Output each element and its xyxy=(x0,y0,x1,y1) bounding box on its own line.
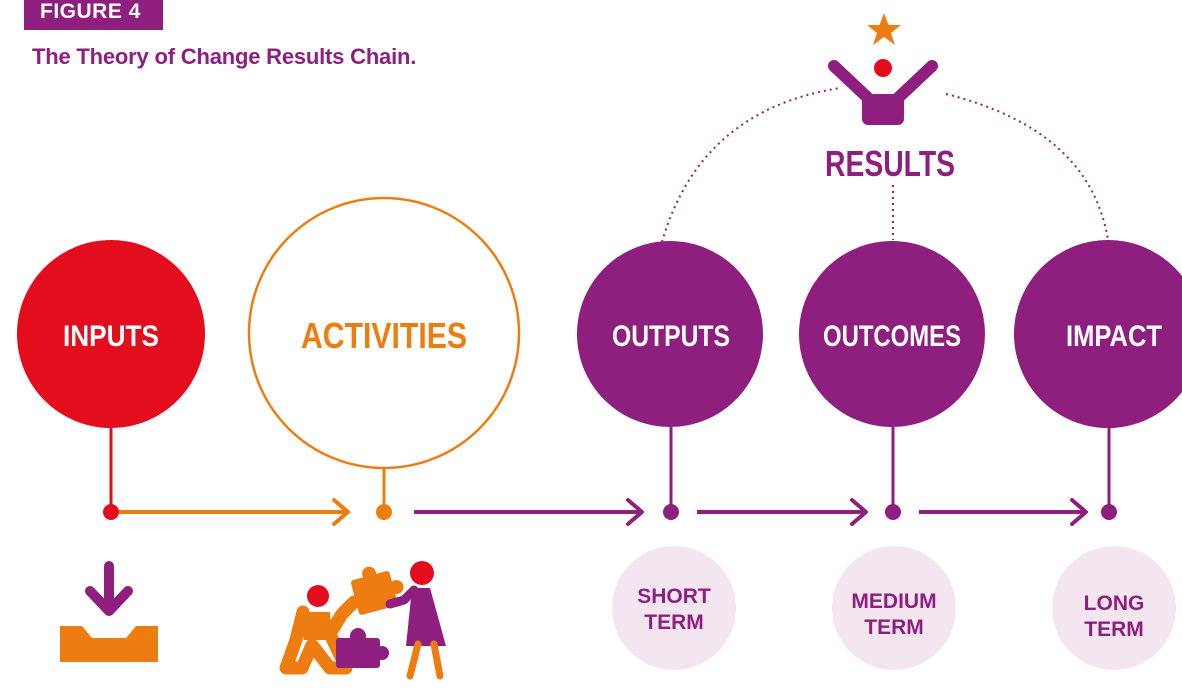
term-medium-line2: TERM xyxy=(864,616,924,639)
results-dotted-arc-left xyxy=(661,87,841,243)
figure-badge: FIGURE 4 xyxy=(24,0,163,30)
stage-label-outputs: OUTPUTS xyxy=(612,320,730,353)
node-outputs xyxy=(663,504,679,520)
download-tray-icon xyxy=(60,561,158,662)
term-short-line1: SHORT xyxy=(637,585,711,608)
node-inputs xyxy=(103,504,119,520)
arrow-activities-to-outputs xyxy=(414,498,644,526)
people-puzzle-icon xyxy=(279,561,446,680)
term-short-line2: TERM xyxy=(644,611,704,634)
arrow-outcomes-to-impact xyxy=(919,498,1088,526)
results-dotted-arc-right xyxy=(945,93,1109,241)
stage-label-impact: IMPACT xyxy=(1066,320,1162,353)
term-long-line2: TERM xyxy=(1084,618,1144,641)
stage-label-inputs: INPUTS xyxy=(63,320,159,353)
node-activities xyxy=(376,504,392,520)
results-label: RESULTS xyxy=(825,143,955,184)
stage-impact: IMPACT xyxy=(1014,240,1182,512)
stage-inputs: INPUTS xyxy=(17,240,205,512)
stage-outputs: OUTPUTS xyxy=(577,241,763,512)
node-impact xyxy=(1101,504,1117,520)
term-long-line1: LONG xyxy=(1084,592,1145,615)
stage-activities: ACTIVITIES xyxy=(247,196,521,512)
term-medium: MEDIUM TERM xyxy=(832,546,956,670)
term-long: LONG TERM xyxy=(1052,546,1176,670)
term-medium-line1: MEDIUM xyxy=(851,590,936,613)
arrow-inputs-to-activities xyxy=(111,498,350,526)
figure-title: The Theory of Change Results Chain. xyxy=(32,44,417,69)
term-short: SHORT TERM xyxy=(612,546,736,670)
arrow-outputs-to-outcomes xyxy=(697,498,868,526)
person-star-icon xyxy=(828,13,938,125)
stage-label-activities: ACTIVITIES xyxy=(301,315,467,356)
node-outcomes xyxy=(885,504,901,520)
stage-label-outcomes: OUTCOMES xyxy=(823,320,961,353)
stage-outcomes: OUTCOMES xyxy=(799,241,985,512)
